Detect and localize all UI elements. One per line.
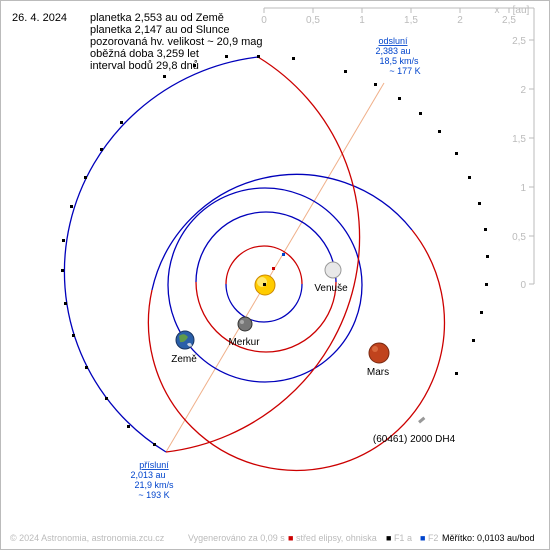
perihelion-speed: 21,9 km/s [134, 480, 174, 490]
x-tick-label: 0 [261, 15, 267, 26]
mars-highlight [372, 346, 378, 352]
aphelion-label: odsluní 2,383 au 18,5 km/s ~ 177 K [375, 36, 420, 76]
earth-label: Země [171, 354, 197, 365]
axis-unit: [au] [513, 5, 530, 16]
perihelion-label: přísluní 2,013 au 21,9 km/s ~ 193 K [130, 460, 174, 500]
mars-label: Mars [367, 367, 389, 378]
center-legend: ■ střed elipsy, ohniska [288, 533, 377, 543]
perihelion-temperature: ~ 193 K [138, 490, 169, 500]
earth-orbit [167, 187, 363, 383]
magnitude-text: pozorovaná hv. velikost ~ 20,9 mag [90, 36, 263, 48]
x-tick-label: 0,5 [306, 15, 320, 26]
mars-orbit-upper [151, 173, 413, 291]
date-label: 26. 4. 2024 [12, 12, 68, 24]
venus-label: Venuše [314, 283, 348, 294]
f2-legend-text: F2 [427, 533, 439, 543]
venus-orbit-lower [195, 281, 337, 353]
y-tick-label: 1,5 [512, 134, 526, 145]
x-axis-letter: x [495, 5, 500, 16]
period-text: oběžná doba 3,259 let [90, 48, 199, 60]
asteroid-orbit-blue [63, 56, 259, 453]
venus-icon [324, 261, 342, 279]
aphelion-distance: 2,383 au [375, 46, 410, 56]
perihelion-title: přísluní [139, 460, 169, 470]
earth-continent [179, 334, 188, 343]
perihelion-distance: 2,013 au [130, 470, 165, 480]
sun-distance-text: planetka 2,147 au od Slunce [90, 24, 230, 36]
mercury-orbit-upper [225, 245, 303, 285]
ellipse-center-marker [272, 267, 275, 270]
asteroid-orbit-red [165, 56, 361, 453]
earth-distance-text: planetka 2,553 au od Země [90, 12, 224, 24]
y-tick-label: 2 [520, 85, 526, 96]
mercury-label: Merkur [228, 337, 260, 348]
y-tick-label: 0,5 [512, 232, 526, 243]
focus-f1-marker [263, 283, 266, 286]
mercury-crater [240, 320, 244, 324]
x-tick-label: 2 [457, 15, 463, 26]
asteroid-label: (60461) 2000 DH4 [373, 434, 456, 445]
y-tick-label: 0 [520, 280, 526, 291]
mercury-orbit-lower [225, 283, 303, 323]
x-tick-label: 1,5 [404, 15, 418, 26]
venus-orbit-upper [195, 211, 337, 283]
aphelion-speed: 18,5 km/s [379, 56, 419, 66]
focus-f2-marker [282, 253, 285, 256]
mars-orbit-lower [147, 229, 446, 472]
generated-text: Vygenerováno za 0,09 s [188, 533, 285, 543]
copyright-text: © 2024 Astronomia, astronomia.zcu.cz [10, 533, 165, 543]
mars-icon [368, 342, 390, 364]
f2-legend: ■ F2 [420, 533, 439, 543]
interval-text: interval bodů 29,8 dnů [90, 60, 199, 72]
aphelion-title: odsluní [378, 36, 408, 46]
y-axis-ticks [529, 39, 534, 285]
x-tick-label: 1 [359, 15, 365, 26]
asteroid-orbit-points [61, 55, 489, 446]
y-tick-label: 2,5 [512, 36, 526, 47]
asteroid-icon [418, 416, 426, 424]
y-tick-label: 1 [520, 183, 526, 194]
x-axis-ticks [263, 8, 510, 13]
earth-cloud [187, 342, 192, 347]
f1-legend: ■ F1 a [386, 533, 412, 543]
mercury-icon [237, 316, 253, 332]
x-tick-label: 2,5 [502, 15, 516, 26]
f1-legend-text: F1 a [393, 533, 412, 543]
center-legend-text: střed elipsy, ohniska [295, 533, 377, 543]
scale-text: Měřítko: 0,0103 au/bod [442, 533, 535, 543]
aphelion-temperature: ~ 177 K [389, 66, 420, 76]
